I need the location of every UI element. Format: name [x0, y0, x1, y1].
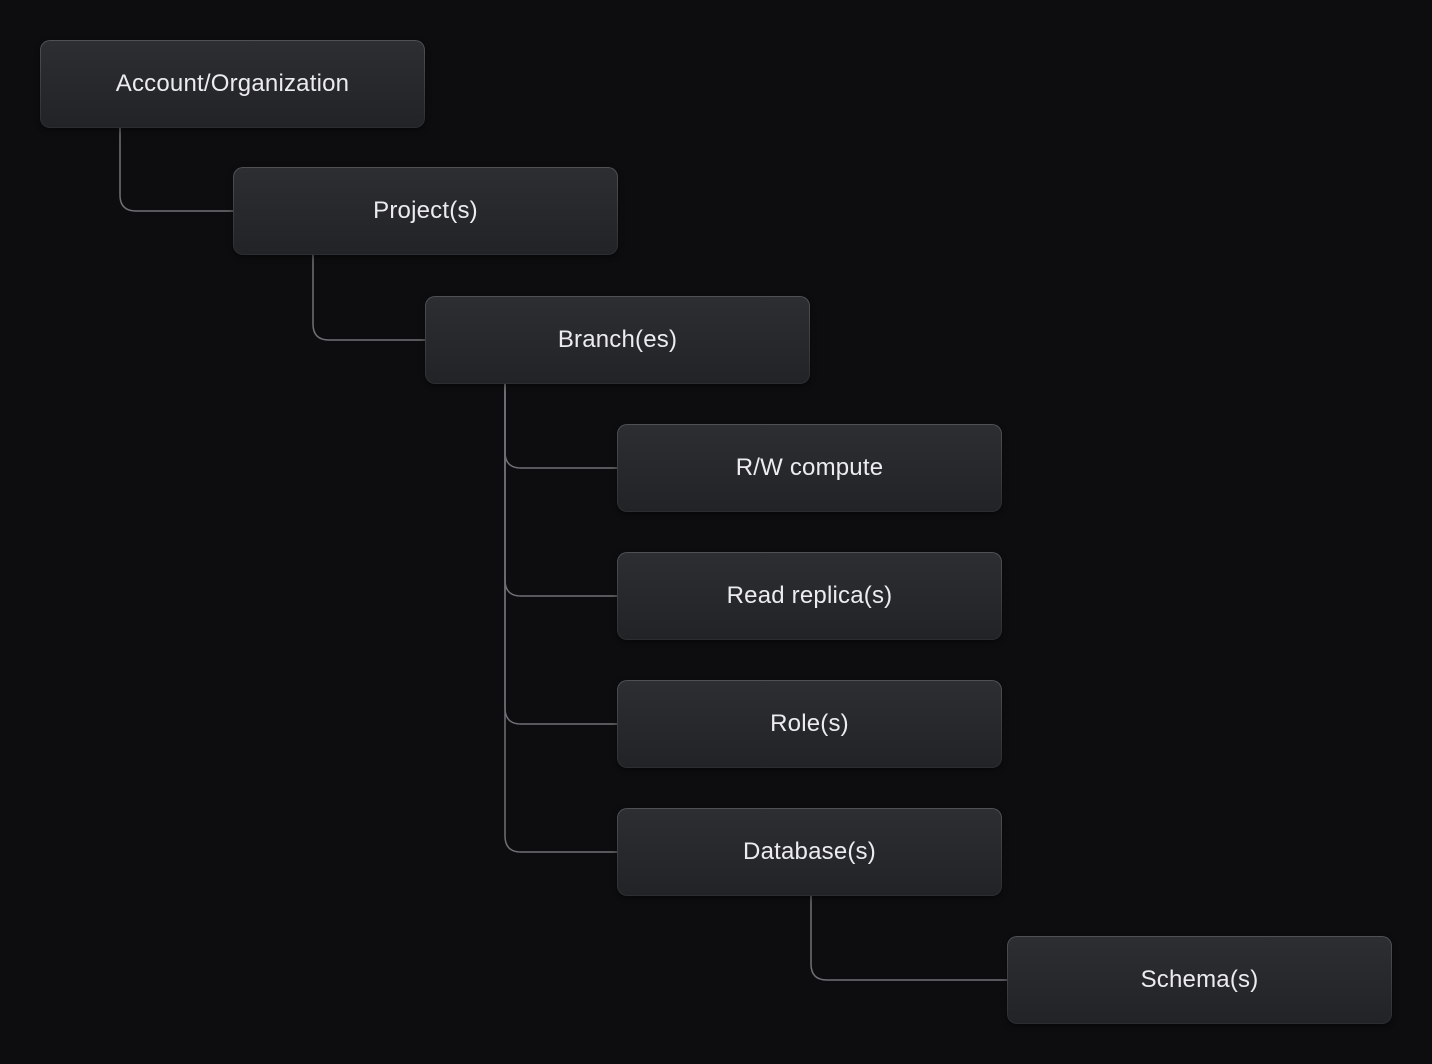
- node-read-replicas: Read replica(s): [617, 552, 1002, 640]
- node-roles: Role(s): [617, 680, 1002, 768]
- node-read-replicas-label: Read replica(s): [726, 582, 893, 609]
- connector-branches-to-roles: [504, 384, 617, 725]
- connector-branches-to-read-replicas: [504, 384, 617, 597]
- node-schemas-label: Schema(s): [1140, 966, 1259, 993]
- node-databases: Database(s): [617, 808, 1002, 896]
- node-databases-label: Database(s): [743, 838, 876, 865]
- node-account-organization-label: Account/Organization: [115, 70, 350, 97]
- node-account-organization: Account/Organization: [40, 40, 425, 128]
- connector-branches-to-rw-compute: [504, 384, 617, 469]
- node-rw-compute-label: R/W compute: [735, 454, 884, 481]
- node-projects: Project(s): [233, 167, 618, 255]
- connector-account-to-projects: [119, 128, 233, 212]
- node-rw-compute: R/W compute: [617, 424, 1002, 512]
- connector-projects-to-branches: [312, 255, 425, 341]
- node-branches: Branch(es): [425, 296, 810, 384]
- node-schemas: Schema(s): [1007, 936, 1392, 1024]
- connector-branches-to-databases: [504, 384, 617, 853]
- node-projects-label: Project(s): [373, 197, 478, 224]
- node-branches-label: Branch(es): [557, 326, 678, 353]
- node-roles-label: Role(s): [770, 710, 849, 737]
- connector-databases-to-schemas: [810, 896, 1007, 981]
